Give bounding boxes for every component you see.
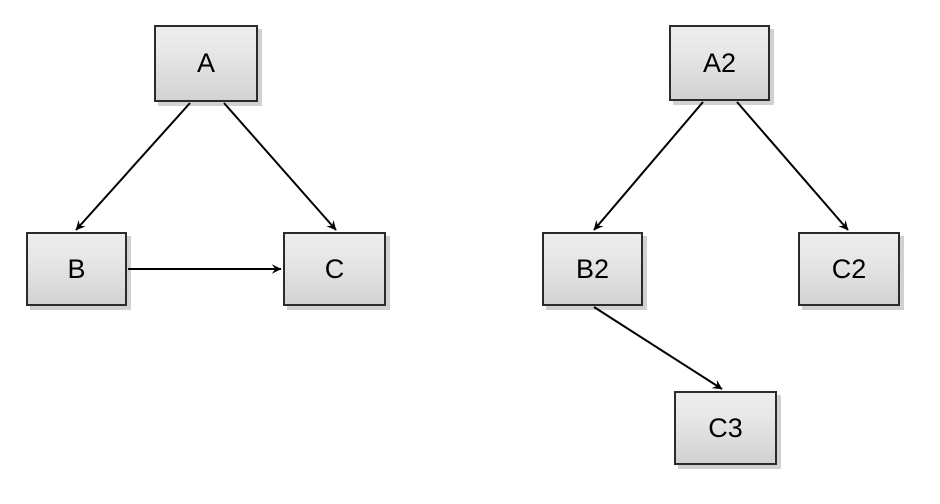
node-label: B2 (575, 253, 610, 284)
node-label: C3 (708, 412, 743, 443)
node-a2[interactable]: A2 (669, 25, 770, 101)
node-a[interactable]: A (154, 25, 258, 102)
node-label: B (67, 253, 86, 284)
node-label: C2 (831, 253, 867, 284)
edge-a-b (75, 102, 191, 231)
node-c2[interactable]: C2 (798, 232, 900, 306)
edge-a2-b2 (593, 101, 704, 231)
edge-a-c (223, 102, 337, 231)
node-b2[interactable]: B2 (542, 232, 643, 306)
node-c3[interactable]: C3 (674, 391, 777, 465)
edge-a2-c2 (736, 101, 849, 231)
node-label: A (196, 48, 215, 78)
node-label: C (324, 253, 345, 284)
node-label: A2 (702, 47, 737, 78)
edge-b2-c3 (593, 306, 723, 390)
node-c[interactable]: C (283, 232, 386, 306)
node-b[interactable]: B (26, 232, 127, 306)
